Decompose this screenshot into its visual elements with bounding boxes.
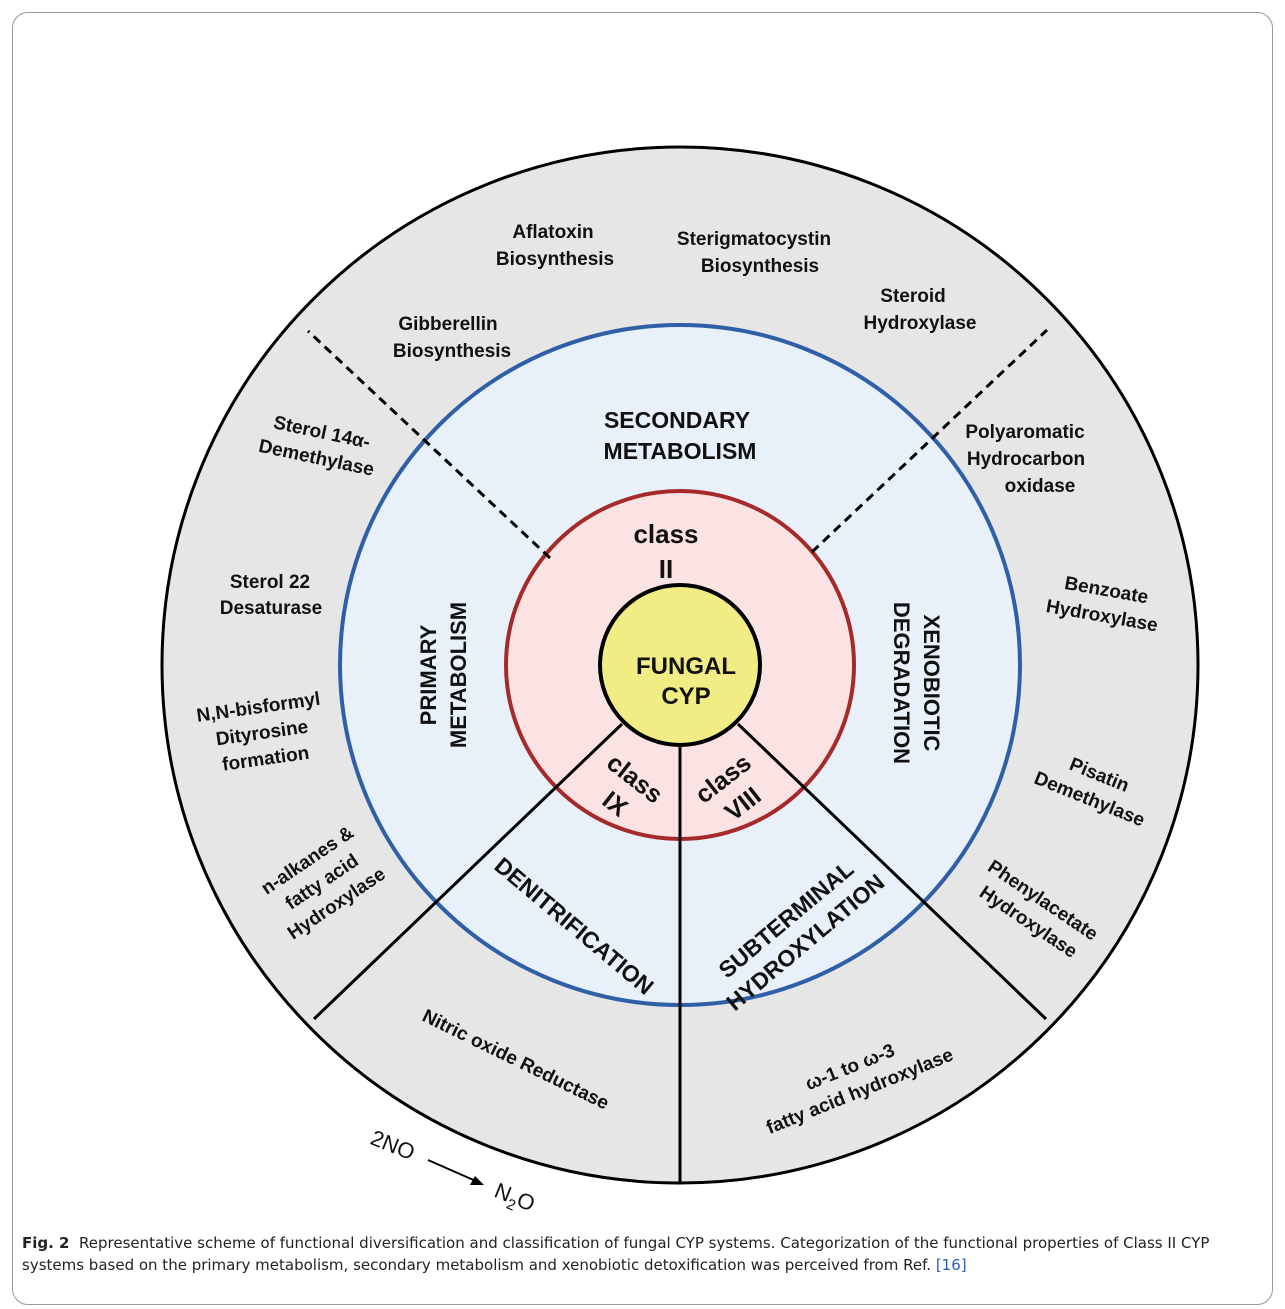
category-xenobiotic: XENOBIOTIC DEGRADATION <box>889 602 944 764</box>
category-xenobiotic-line2: DEGRADATION <box>889 602 914 764</box>
divider-dashed-left <box>306 329 552 560</box>
enzyme-sterigmatocystin-line2: Biosynthesis <box>701 256 819 277</box>
enzyme-polyaromatic-line1: Polyaromatic <box>965 422 1085 443</box>
category-primary: PRIMARY METABOLISM <box>416 602 471 748</box>
enzyme-polyaromatic-line3: oxidase <box>1005 476 1076 497</box>
category-secondary-line1: SECONDARY <box>604 407 750 433</box>
category-primary-line2: METABOLISM <box>446 602 471 748</box>
class-ii-label-line2: II <box>659 554 673 584</box>
category-primary-line1: PRIMARY <box>416 624 441 725</box>
enzyme-steroid-line2: Hydroxylase <box>863 313 976 334</box>
center-circle <box>598 583 762 747</box>
center-label-line1: FUNGAL <box>636 653 736 680</box>
divider-solid-right <box>736 722 1048 1021</box>
caption-text: Representative scheme of functional dive… <box>22 1234 1210 1274</box>
divider-solid-left <box>312 722 624 1021</box>
enzyme-steroid-line1: Steroid <box>880 286 945 307</box>
figure-frame <box>12 12 1273 1305</box>
divider-dashed-right <box>810 328 1049 554</box>
category-secondary-line2: METABOLISM <box>604 438 757 464</box>
reaction-product-text: N2O <box>489 1178 539 1221</box>
center-label-line2: CYP <box>661 683 710 710</box>
caption-figure-label: Fig. 2 <box>22 1234 70 1252</box>
enzyme-gibberellin-line2: Biosynthesis <box>393 341 511 362</box>
enzyme-aflatoxin-line2: Biosynthesis <box>496 249 614 270</box>
reaction-reactant-text: 2NO <box>367 1125 418 1165</box>
reaction-product: N2O <box>489 1178 539 1221</box>
enzyme-aflatoxin-line1: Aflatoxin <box>512 222 593 243</box>
enzyme-sterol22-line2: Desaturase <box>220 598 322 619</box>
enzyme-sterol22-line1: Sterol 22 <box>230 572 310 593</box>
reaction-arrow <box>427 1159 479 1183</box>
enzyme-gibberellin-line1: Gibberellin <box>398 314 497 335</box>
category-xenobiotic-line1: XENOBIOTIC <box>919 615 944 752</box>
reaction-arrowhead <box>470 1176 484 1185</box>
reaction-reactant: 2NO <box>367 1125 418 1165</box>
class-ii-label-line1: class <box>633 519 698 549</box>
reaction-product-o: O <box>513 1187 538 1217</box>
caption-reference-link[interactable]: [16] <box>935 1256 967 1274</box>
enzyme-polyaromatic-line2: Hydrocarbon <box>967 449 1085 470</box>
figure-caption: Fig. 2 Representative scheme of function… <box>22 1232 1262 1276</box>
enzyme-sterigmatocystin-line1: Sterigmatocystin <box>677 229 831 250</box>
